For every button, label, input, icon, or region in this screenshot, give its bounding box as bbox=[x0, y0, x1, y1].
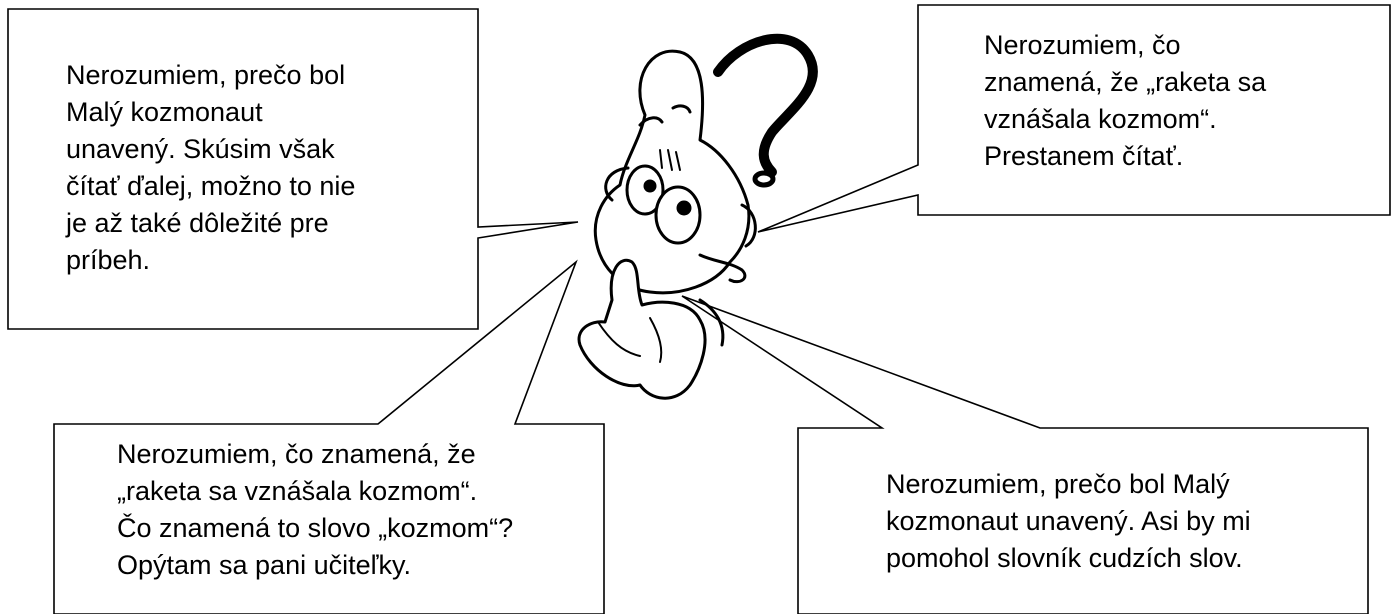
speech-bubble-bottom-right bbox=[681, 295, 1369, 614]
question-mark-dot-icon bbox=[752, 170, 776, 188]
speech-bubble-top-left-text: Nerozumiem, prečo bol Malý kozmonaut una… bbox=[66, 60, 356, 275]
speech-bubble-top-left bbox=[7, 8, 579, 330]
speech-bubble-bottom-right-text: Nerozumiem, prečo bol Malý kozmonaut una… bbox=[886, 469, 1251, 573]
question-mark-icon bbox=[713, 33, 818, 177]
speech-bubble-bottom-left bbox=[53, 259, 605, 614]
speech-bubble-top-right-text: Nerozumiem, čo znamená, že „raketa sa vz… bbox=[984, 30, 1267, 171]
speech-bubble-top-right bbox=[757, 4, 1391, 233]
speech-bubble-bottom-left-text: Nerozumiem, čo znamená, že „raketa sa vz… bbox=[117, 439, 514, 580]
thinking-cartoon-character-icon bbox=[577, 33, 818, 400]
